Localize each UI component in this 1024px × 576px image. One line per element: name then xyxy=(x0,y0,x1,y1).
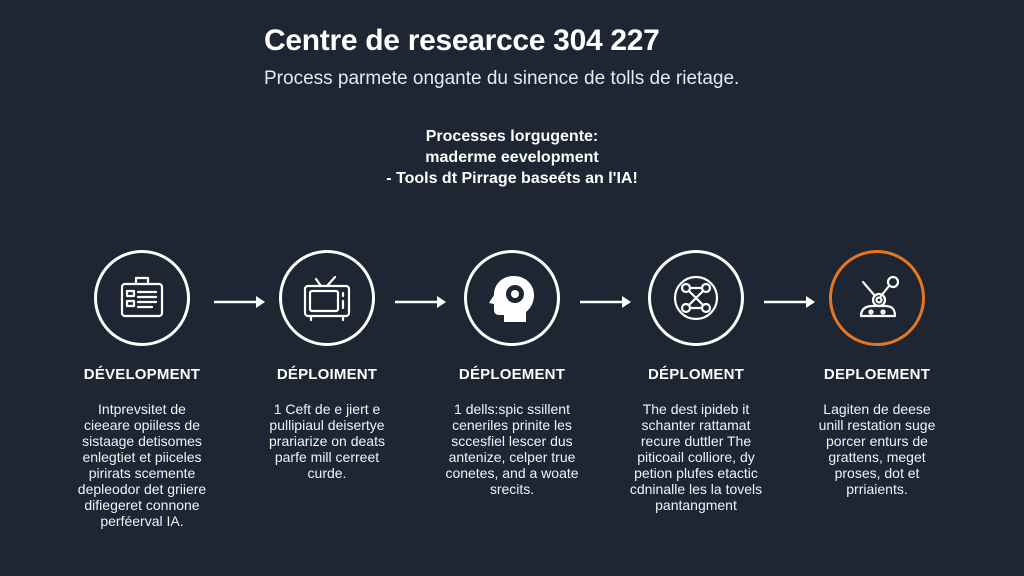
step-desc-line: pantangment xyxy=(655,497,737,513)
step-desc-line: curde. xyxy=(307,465,347,481)
step-desc-line: schanter rattamat xyxy=(641,417,751,433)
step-desc-line: The dest ipideb it xyxy=(642,401,750,417)
step-desc-line: ceneriles prinite les xyxy=(452,417,572,433)
step-desc-line: Intprevsitet de xyxy=(98,401,186,417)
step-desc-line: unill restation suge xyxy=(818,417,936,433)
step-description: 1 dells:spic ssillent ceneriles prinite … xyxy=(422,401,602,497)
step-desc-line: petion plufes etactic xyxy=(634,465,758,481)
arrow-right-icon xyxy=(395,296,446,308)
step-desc-line: 1 dells:spic ssillent xyxy=(454,401,570,417)
step-desc-line: sccesfiel lescer dus xyxy=(451,433,573,449)
step-title: DÉPLOMENT xyxy=(648,366,744,383)
step-desc-line: enlegtiet et piiceles xyxy=(82,449,202,465)
intro-line: - Tools dt Pirrage baseéts an l'IA! xyxy=(386,170,638,187)
intro-line: maderme eevelopment xyxy=(425,149,599,166)
step-desc-line: grattens, meget xyxy=(828,449,926,465)
step-title: DÉVELOPMENT xyxy=(83,366,201,383)
step-desc-line: prariarize on deats xyxy=(269,433,385,449)
step-desc-line: prriaients. xyxy=(846,481,908,497)
step-desc-line: cdninalle les la tovels xyxy=(629,481,763,497)
process-step-deploement-final: DEPLOEMENT Lagiten de deese unill restat… xyxy=(787,250,967,497)
step-desc-line: porcer enturs de xyxy=(826,433,928,449)
robot-arm-icon xyxy=(859,275,900,318)
page-subtitle: Process parmete ongante du sinence de to… xyxy=(264,68,740,89)
step-description: Intprevsitet de cieeare opiiless de sist… xyxy=(52,401,232,529)
step-desc-line: depleodor det griiere xyxy=(77,481,207,497)
step-description: 1 Ceft de e jiert e pullipiaul deisertye… xyxy=(237,401,417,481)
arrow-right-icon xyxy=(214,296,265,308)
step-desc-line: sistaage detisomes xyxy=(82,433,202,449)
process-step-development: DÉVELOPMENT Intprevsitet de cieeare opii… xyxy=(52,250,232,529)
head-profile-icon xyxy=(489,276,534,322)
step-desc-line: srecits. xyxy=(489,481,535,497)
step-icon-circle xyxy=(648,250,744,346)
intro-line: Processes lorgugente: xyxy=(425,128,599,145)
step-desc-line: cieeare opiiless de xyxy=(84,417,200,433)
step-title: DÉPLOEMENT xyxy=(458,366,566,383)
process-step-deploement: DÉPLOEMENT 1 dells:spic ssillent ceneril… xyxy=(422,250,602,497)
step-desc-line: antenize, celper true xyxy=(448,449,576,465)
step-icon-circle xyxy=(279,250,375,346)
step-title: DEPLOEMENT xyxy=(823,366,931,383)
process-step-deploiment: DÉPLOIMENT 1 Ceft de e jiert e pullipiau… xyxy=(237,250,417,481)
arrow-right-icon xyxy=(764,296,815,308)
step-icon-circle-accent xyxy=(829,250,925,346)
connected-nodes-icon xyxy=(673,275,719,321)
step-desc-line: pirirats scemente xyxy=(88,465,196,481)
document-form-icon xyxy=(120,276,164,318)
step-desc-line: parfe mill cerreet xyxy=(274,449,380,465)
step-desc-line: piticoail colliore, dy xyxy=(637,449,755,465)
step-icon-circle xyxy=(464,250,560,346)
step-description: The dest ipideb it schanter rattamat rec… xyxy=(606,401,786,513)
step-title: DÉPLOIMENT xyxy=(276,366,378,383)
step-desc-line: recure duttler The xyxy=(640,433,752,449)
process-step-deploment: DÉPLOMENT The dest ipideb it schanter ra… xyxy=(606,250,786,513)
step-icon-circle xyxy=(94,250,190,346)
arrow-right-icon xyxy=(580,296,631,308)
step-desc-line: conetes, and a woate xyxy=(445,465,579,481)
step-desc-line: proses, dot et xyxy=(834,465,920,481)
step-desc-line: perféerval IA. xyxy=(100,513,184,529)
step-desc-line: 1 Ceft de e jiert e xyxy=(273,401,381,417)
intro-text: Processes lorgugente: maderme eevelopmen… xyxy=(262,126,762,189)
page-title: Centre de researcce 304 227 xyxy=(264,24,660,57)
step-desc-line: pullipiaul deisertye xyxy=(269,417,385,433)
step-desc-line: difiegeret connone xyxy=(84,497,200,513)
step-description: Lagiten de deese unill restation suge po… xyxy=(787,401,967,497)
step-desc-line: Lagiten de deese xyxy=(823,401,931,417)
tv-screen-icon xyxy=(303,275,351,322)
